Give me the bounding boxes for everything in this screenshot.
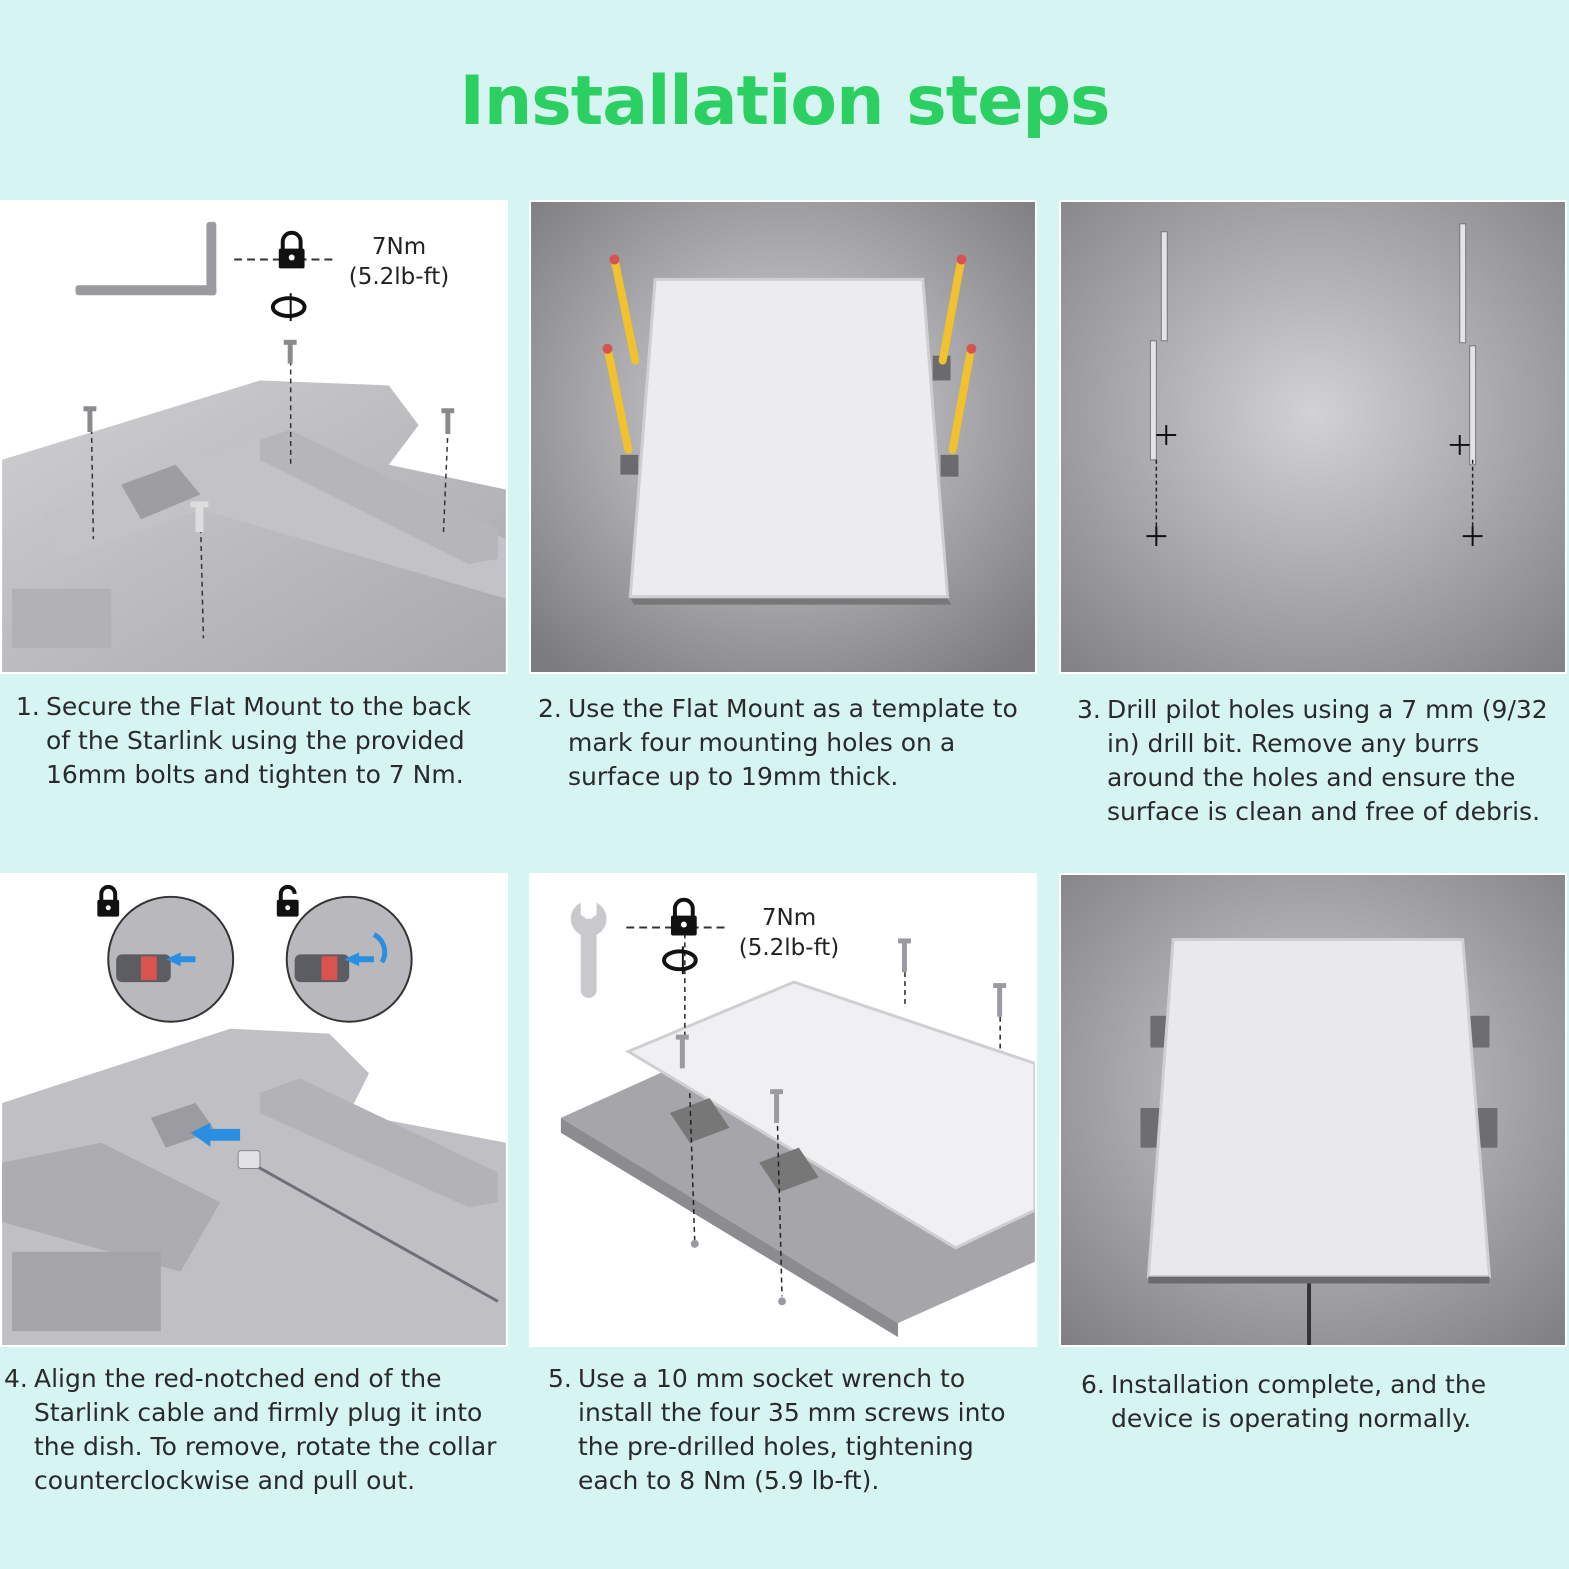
step-number: 4. [4,1364,28,1393]
step-number: 6. [1081,1370,1105,1399]
screw-icon [675,938,1007,1306]
step-4-caption: 4. Align the red-notched end of the Star… [4,1362,509,1498]
step-number: 3. [1077,695,1101,724]
step-text: Drill pilot holes using a 7 mm (9/32 in)… [1107,695,1548,826]
torque-value: 7Nm [371,234,427,260]
step-text: Use a 10 mm socket wrench to install the… [578,1364,1006,1495]
torque-value: 7Nm [761,905,817,931]
rotate-icon [270,293,307,321]
step-text: Installation complete, and the device is… [1111,1370,1487,1433]
bolt-icon [83,339,455,533]
page-title: Installation steps [459,62,1111,141]
torque-label: 7Nm (5.2lb-ft) [734,903,844,963]
lock-icon [97,884,120,917]
step-5-illustration: 7Nm (5.2lb-ft) [529,873,1037,1347]
step-1-caption: 1. Secure the Flat Mount to the back of … [16,690,496,792]
lock-icon [278,230,305,269]
torque-label: 7Nm (5.2lb-ft) [344,232,454,292]
step-4-illustration [0,873,508,1347]
step-3-caption: 3. Drill pilot holes using a 7 mm (9/32 … [1077,693,1565,829]
step-text: Use the Flat Mount as a template to mark… [568,694,1018,791]
unlock-icon [276,884,299,917]
step-number: 2. [538,694,562,723]
step-number: 5. [548,1364,572,1393]
step-number: 1. [16,692,40,721]
step-2-caption: 2. Use the Flat Mount as a template to m… [538,692,1038,794]
step-2-illustration [529,200,1037,674]
rotate-icon [662,946,698,975]
arrow-icon [190,1122,241,1147]
step-1-illustration: 7Nm (5.2lb-ft) [0,200,508,674]
lock-icon [670,897,697,936]
drill-bit-icon [1149,223,1477,466]
hex-key-icon [75,221,217,296]
step-6-caption: 6. Installation complete, and the device… [1081,1368,1565,1436]
torque-imperial: (5.2lb-ft) [738,935,840,961]
step-6-illustration [1059,873,1567,1347]
step-3-illustration [1059,200,1567,674]
step-text: Secure the Flat Mount to the back of the… [46,692,471,789]
step-5-caption: 5. Use a 10 mm socket wrench to install … [548,1362,1038,1498]
step-text: Align the red-notched end of the Starlin… [34,1364,497,1495]
torque-imperial: (5.2lb-ft) [348,264,450,290]
pencil-icon [602,254,977,454]
crosshair-icon [1146,425,1483,547]
wrench-icon [570,902,607,998]
